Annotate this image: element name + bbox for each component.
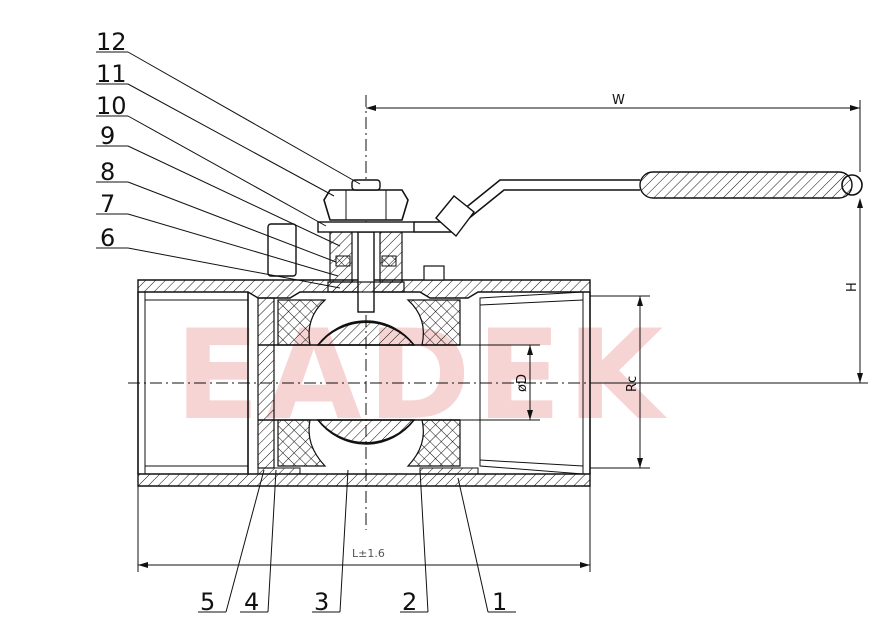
part-leaders-left — [96, 51, 361, 289]
part-number-10: 10 — [96, 92, 127, 120]
dimension-w-label: W — [612, 93, 625, 108]
part-number-5: 5 — [200, 588, 215, 616]
seats — [277, 299, 461, 467]
dimension-bore: øD — [460, 344, 540, 421]
dimension-l-label: L±1.6 — [352, 547, 385, 560]
part-number-1: 1 — [492, 588, 507, 616]
part-number-8: 8 — [100, 158, 115, 186]
part-number-11: 11 — [96, 60, 127, 88]
watermark: EADEK — [175, 304, 669, 448]
end-cap — [257, 297, 275, 469]
part-number-4: 4 — [244, 588, 259, 616]
dimension-w: W — [366, 93, 861, 172]
part-number-3: 3 — [314, 588, 329, 616]
part-number-2: 2 — [402, 588, 417, 616]
watermark-text: EADEK — [175, 304, 669, 448]
part-leaders-bottom — [198, 469, 516, 613]
part-number-9: 9 — [100, 122, 115, 150]
dimension-bore-label: øD — [515, 374, 530, 392]
part-number-12: 12 — [96, 28, 127, 56]
dimension-l: L±1.6 — [137, 486, 591, 572]
part-number-7: 7 — [100, 190, 115, 218]
part-number-6: 6 — [100, 224, 115, 252]
dimension-rc: Rc — [590, 295, 650, 469]
handle — [414, 171, 863, 238]
dimension-h: H — [600, 198, 868, 384]
stem-assembly — [267, 179, 445, 313]
ball — [316, 320, 416, 445]
dimension-rc-label: Rc — [625, 376, 640, 392]
dimension-h-label: H — [845, 282, 860, 292]
